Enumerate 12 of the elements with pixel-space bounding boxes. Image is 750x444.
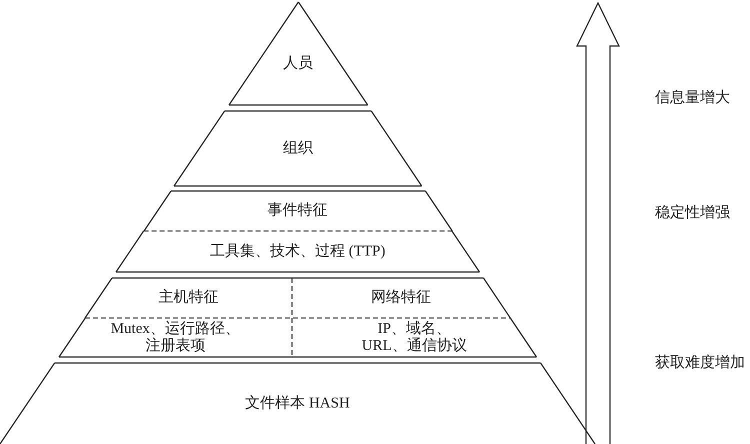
pyramid-layer: IP、域名、URL、通信协议 [292,318,537,357]
arrow-note: 稳定性增强 [655,203,730,222]
pyramid-layer: 工具集、技术、过程 (TTP) [116,231,480,272]
arrow-note: 获取难度增加 [655,353,745,372]
pyramid-layer: 人员 [228,2,368,105]
arrow-note: 信息量增大 [655,88,730,107]
pyramid-layer: 事件特征 [144,191,452,231]
pyramid-layer: 网络特征 [292,278,510,318]
pyramid-layer: 组织 [174,111,422,186]
pyramid-layer: 主机特征 [84,278,292,318]
pyramid-layer: Mutex、运行路径、注册表项 [58,318,292,357]
pyramid-layer: 文件样本 HASH [0,363,595,444]
